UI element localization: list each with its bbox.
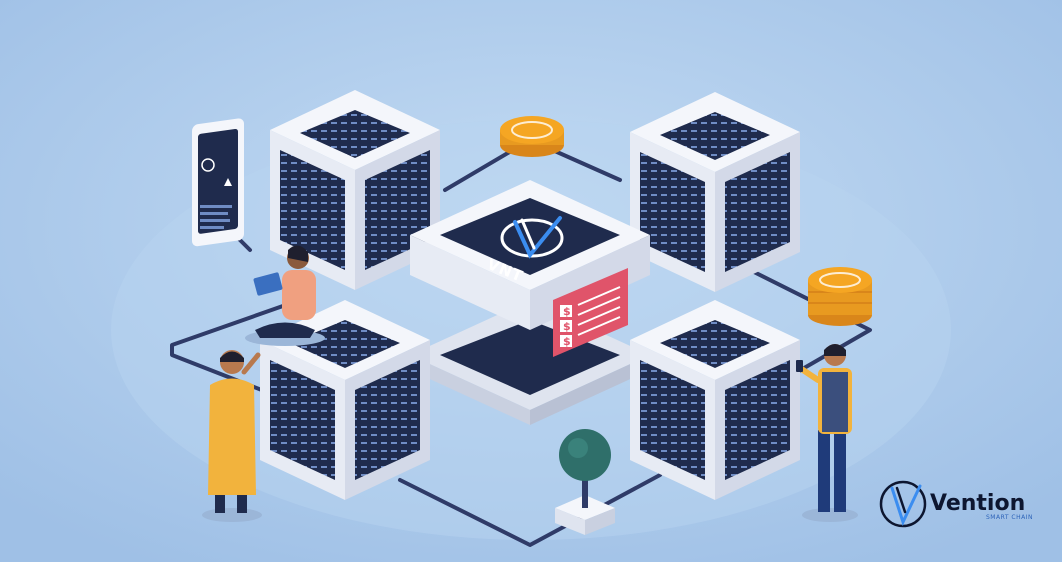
invoice-symbol-2: $ (563, 320, 571, 333)
server-cube-top-right (630, 92, 800, 292)
brand-tagline: SMART CHAIN (986, 514, 1033, 521)
vnt-logo (500, 216, 564, 259)
invoice-card: $ $ $ (553, 268, 628, 357)
potted-tree (555, 429, 615, 535)
person-standing-left (202, 350, 262, 522)
coin-stack-right (808, 267, 872, 326)
server-cube-bottom-right (630, 300, 800, 500)
mobile-phone (192, 118, 244, 247)
brand-name: Vention (930, 491, 1025, 516)
vention-brand-logo: Vention SMART CHAIN (879, 480, 1033, 528)
central-hub: VNT (410, 180, 650, 425)
vention-logo-icon (879, 480, 927, 528)
invoice-symbol-1: $ (563, 305, 571, 318)
invoice-symbol-3: $ (563, 335, 571, 348)
person-sitting-with-tablet (245, 245, 325, 346)
coin-top (500, 116, 564, 157)
person-standing-right (796, 344, 858, 522)
